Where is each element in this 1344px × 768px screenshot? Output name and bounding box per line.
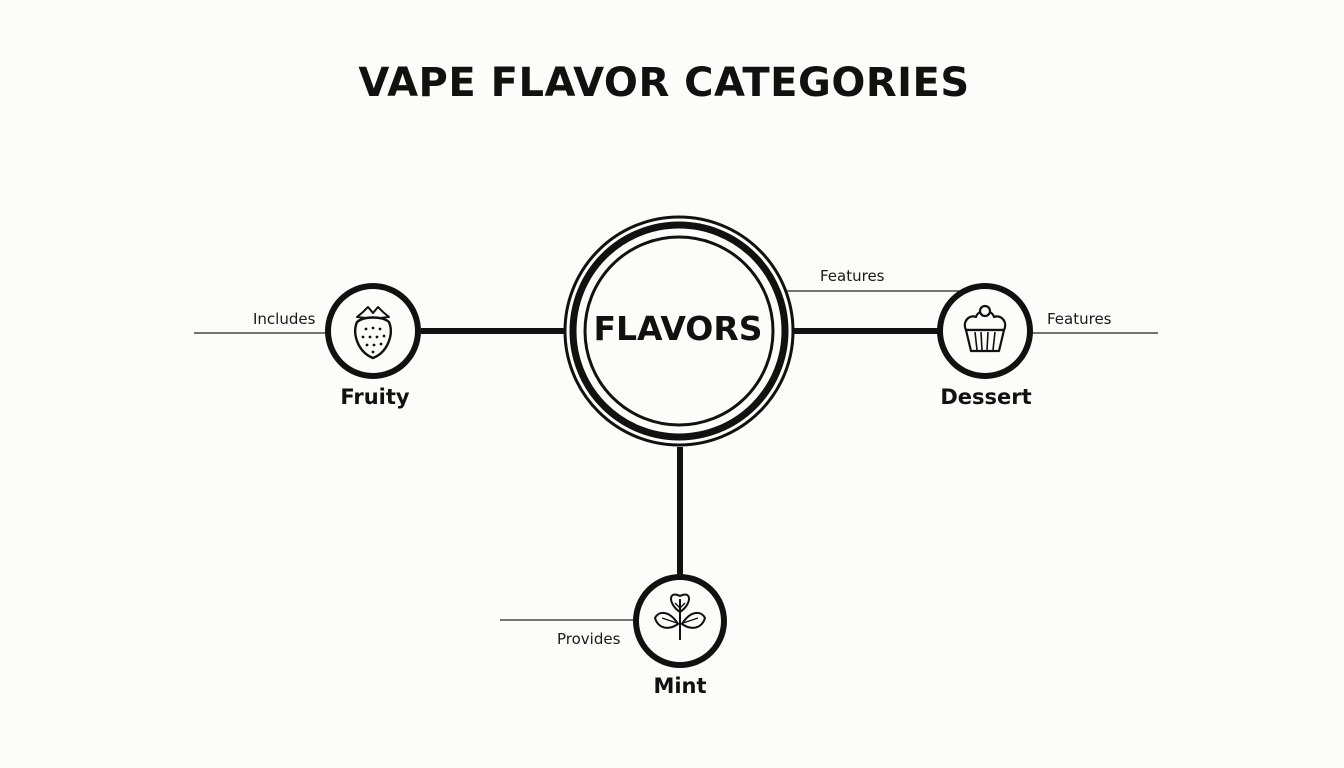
dessert-node — [937, 283, 1033, 379]
edge-label-dessert-top: Features — [820, 267, 885, 285]
edge-label-fruity: Includes — [253, 310, 316, 328]
center-node — [563, 215, 795, 447]
diagram-title: VAPE FLAVOR CATEGORIES — [358, 60, 970, 106]
mint-leaves-icon — [654, 593, 706, 640]
mint-node — [633, 574, 727, 668]
edge-label-mint: Provides — [557, 630, 621, 648]
node-label-fruity: Fruity — [340, 385, 410, 409]
edge-label-dessert-right: Features — [1047, 310, 1112, 328]
fruity-node — [325, 283, 421, 379]
strawberry-icon — [354, 306, 392, 360]
node-label-dessert: Dessert — [940, 385, 1032, 409]
center-label: FLAVORS — [593, 309, 763, 348]
cupcake-icon — [963, 304, 1007, 353]
node-label-mint: Mint — [653, 674, 707, 698]
